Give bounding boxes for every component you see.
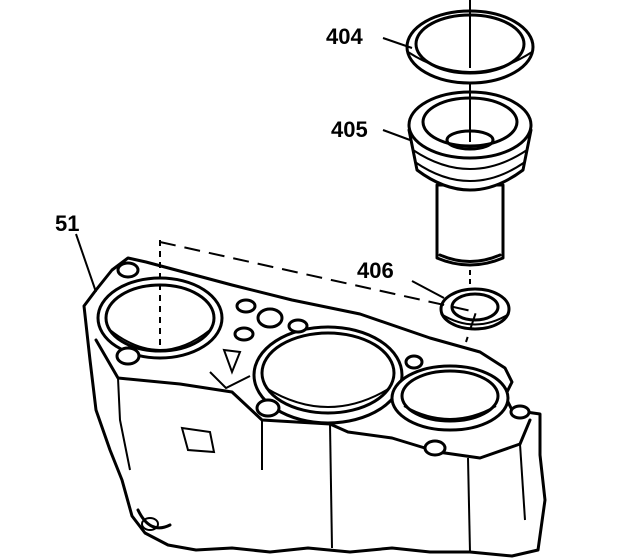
leader-404: [382, 37, 413, 49]
leader-406: [411, 280, 445, 299]
callout-404: 404: [326, 24, 363, 49]
part-406-o-ring: [439, 287, 511, 331]
callout-405: 405: [331, 117, 368, 142]
callout-51: 51: [55, 211, 79, 236]
callout-406: 406: [357, 258, 394, 283]
leader-405: [382, 129, 411, 141]
leader-51: [75, 233, 97, 293]
part-51-housing: [82, 240, 547, 558]
installation-guide-line: [159, 241, 478, 343]
part-404-seal-ring: [405, 0, 535, 85]
part-405-sleeve: [407, 84, 533, 300]
